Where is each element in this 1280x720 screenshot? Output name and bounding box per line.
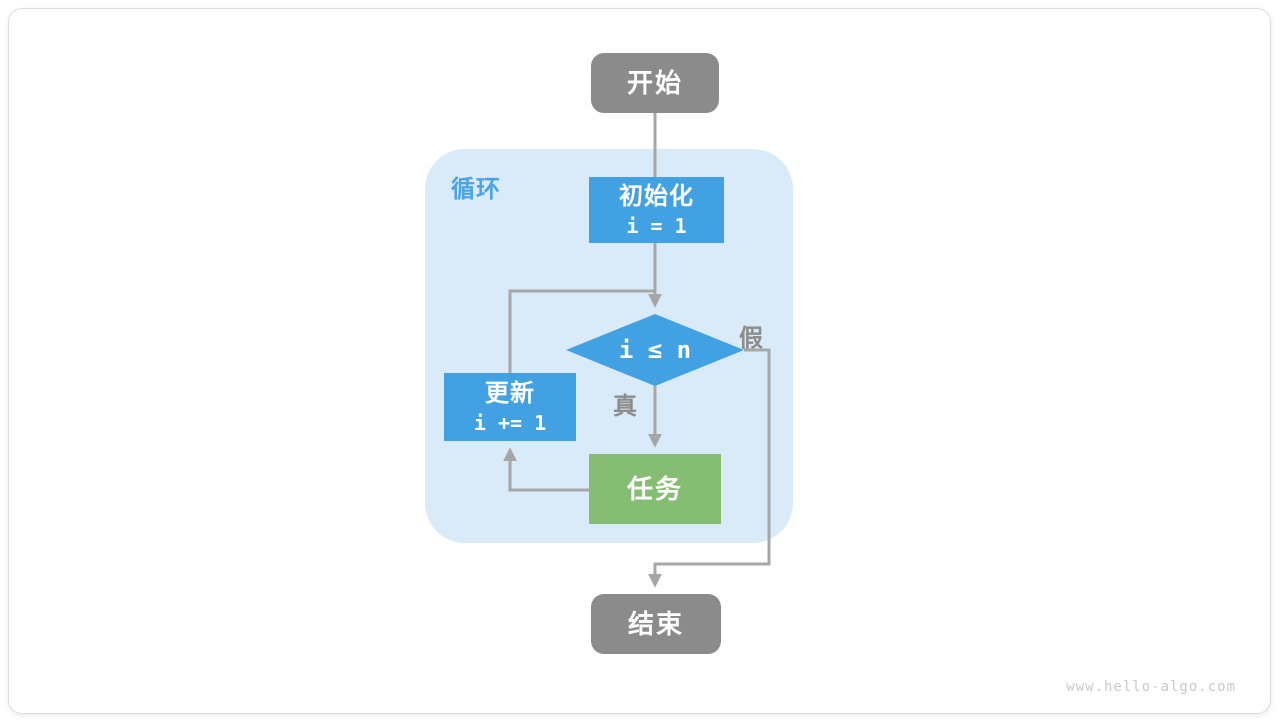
node-init: 初始化 i = 1: [589, 177, 724, 243]
loop-region-label: 循环: [451, 176, 501, 203]
node-end: 结束: [591, 594, 721, 654]
connector-task-to-update: [503, 447, 589, 492]
node-update-title: 更新: [485, 379, 535, 407]
node-init-code: i = 1: [626, 213, 687, 238]
connector-condition-to-end: [648, 348, 771, 588]
node-end-label: 结束: [627, 608, 684, 639]
connector-update-to-condition: [508, 289, 654, 373]
figure-card: 循环 开始 初始化 i = 1: [8, 8, 1271, 714]
node-task-label: 任务: [626, 473, 683, 504]
flowchart-connectors: [503, 113, 771, 588]
condition-diamond-shape: [566, 314, 744, 386]
node-condition: i ≤ n: [566, 314, 744, 386]
edge-label-false: 假: [739, 325, 763, 352]
node-condition-label: i ≤ n: [618, 336, 692, 364]
edge-label-true: 真: [613, 393, 637, 420]
node-task: 任务: [589, 454, 721, 524]
node-update-code: i += 1: [473, 410, 547, 435]
flowchart-canvas: 循环 开始 初始化 i = 1: [9, 9, 1270, 713]
node-start-label: 开始: [626, 67, 683, 98]
watermark-text: www.hello-algo.com: [1066, 679, 1236, 695]
node-start: 开始: [591, 53, 719, 113]
node-init-title: 初始化: [619, 182, 694, 210]
node-update: 更新 i += 1: [444, 373, 576, 441]
